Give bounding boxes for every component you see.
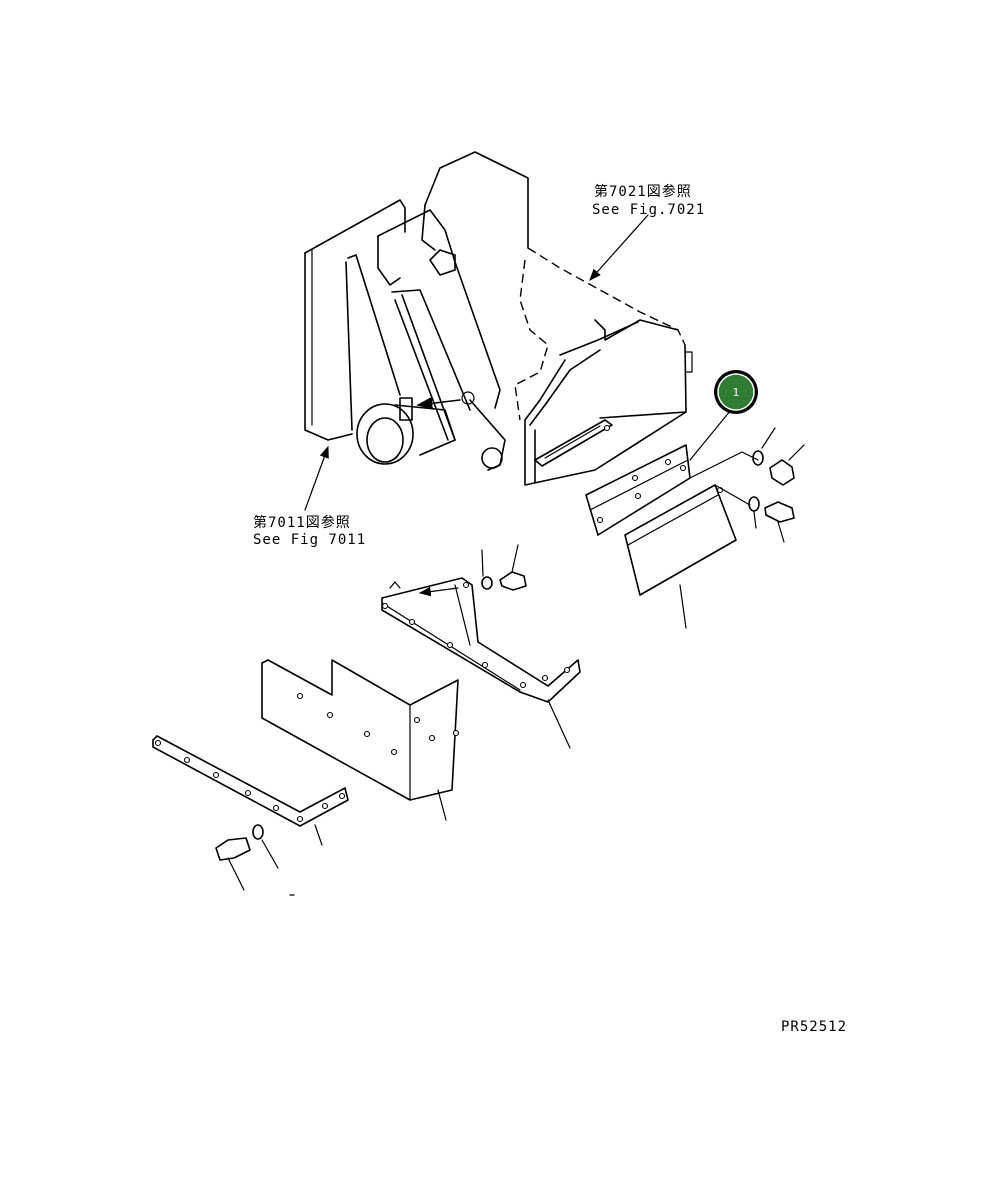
callout-number: 1 bbox=[733, 386, 740, 399]
frame-assembly bbox=[304, 151, 693, 486]
drawing-number: PR52512 bbox=[781, 1019, 847, 1035]
bracket-middle bbox=[381, 544, 581, 749]
cover-plate-lower bbox=[261, 659, 460, 821]
callout-1[interactable]: 1 bbox=[714, 370, 758, 414]
ref-7011-jp: 第7011図参照 bbox=[253, 514, 351, 531]
ref-7021-en: See Fig.7021 bbox=[592, 202, 705, 218]
mounting-strip-lower bbox=[152, 735, 349, 896]
ref-7021-jp: 第7021図参照 bbox=[594, 183, 692, 200]
leader-7011 bbox=[304, 445, 329, 511]
ref-7011-en: See Fig 7011 bbox=[253, 532, 366, 548]
plate-assembly-right bbox=[585, 404, 805, 629]
leader-7021 bbox=[589, 214, 649, 281]
callout-badge bbox=[717, 373, 755, 411]
